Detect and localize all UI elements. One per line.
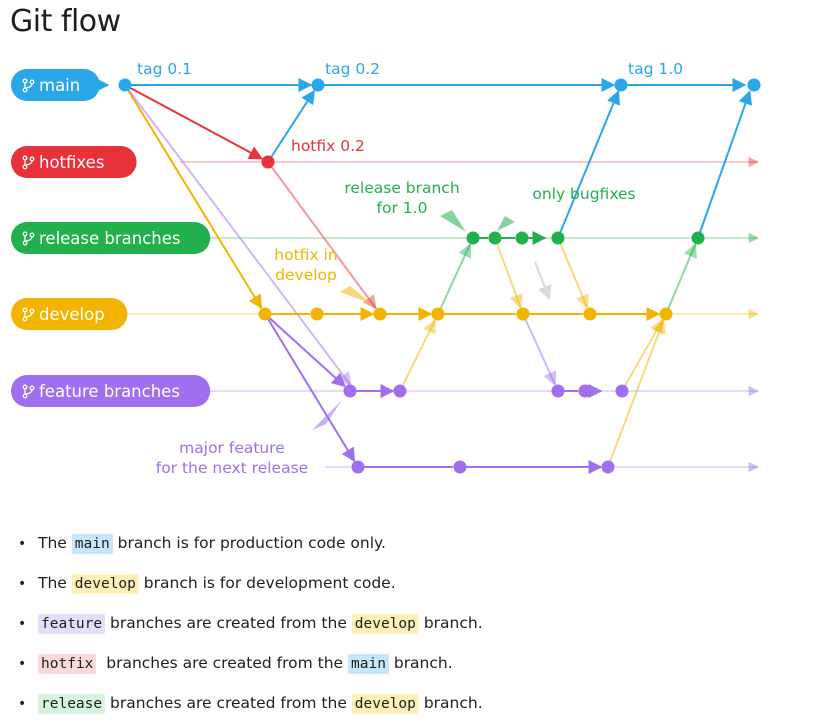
bullet-release: •release branches are created from the d…: [18, 694, 483, 714]
feature-commit-node: [343, 384, 357, 398]
bullet-develop: •The develop branch is for development c…: [18, 574, 396, 594]
main-commit-node: [614, 78, 628, 92]
annotation-pointer: [440, 210, 466, 232]
bullet-list: •The main branch is for production code …: [18, 526, 483, 726]
page-title: Git flow: [10, 4, 121, 39]
develop-commit-node: [583, 307, 597, 321]
annotation-tag01: tag 0.1: [137, 60, 192, 78]
annotation-pointer: [312, 400, 342, 430]
code-feature: feature: [38, 614, 106, 634]
main-commit-node: [118, 78, 132, 92]
main-to-hotfix-edge: [124, 84, 264, 160]
feature-commit-node: [615, 384, 629, 398]
annotation-only-bugfixes: only bugfixes: [532, 185, 635, 203]
hotfix-commit-node: [261, 155, 275, 169]
lane-label-text: develop: [39, 305, 105, 324]
major-feature-to-develop-edge: [607, 319, 666, 468]
hotfix-to-develop-edge: [267, 161, 377, 310]
annotation-hotfix-in-2: develop: [275, 266, 337, 284]
release-to-develop-edge: [534, 261, 552, 300]
lane-labels: main hotfixes release branches develop featu…: [11, 69, 211, 407]
main-commit-node: [747, 78, 761, 92]
develop-to-feature-edge: [522, 313, 557, 386]
lane-label-text: release branches: [39, 229, 181, 248]
branch-icon: [22, 231, 35, 246]
branch-icon: [22, 155, 35, 170]
annotation-hotfix02: hotfix 0.2: [291, 137, 365, 155]
code-main: main: [348, 654, 389, 674]
release-commit-node: [691, 231, 705, 245]
release-commit-node: [466, 231, 480, 245]
code-develop: develop: [71, 574, 139, 594]
feature-commit-node: [393, 384, 407, 398]
feature-commit-node: [351, 460, 365, 474]
develop-to-major-feature-edge: [264, 313, 356, 463]
feature-to-develop-edge: [399, 319, 436, 392]
commit-nodes: [118, 78, 761, 474]
annotation-tag02: tag 0.2: [325, 60, 380, 78]
main-to-develop-edge: [124, 84, 263, 310]
annotation-release-branch-1: release branch: [344, 179, 459, 197]
bullet-hotfix: •hotfix branches are created from the ma…: [18, 654, 453, 674]
feature-commit-node: [551, 384, 565, 398]
lane-label-release: release branches: [11, 222, 211, 254]
main-to-feature-edge: [124, 84, 352, 387]
lane-label-text: feature branches: [39, 382, 180, 401]
code-release: release: [38, 694, 106, 714]
hotfix-to-main-edge: [267, 89, 316, 163]
branch-icon: [22, 78, 35, 93]
lane-label-text: main: [39, 76, 80, 95]
lane-label-text: hotfixes: [39, 153, 104, 172]
feature-commit-node: [601, 460, 615, 474]
feature-commit-node: [453, 460, 467, 474]
bullet-main: •The main branch is for production code …: [18, 534, 386, 554]
annotation-major-feature-2: for the next release: [156, 459, 308, 477]
edges: [124, 78, 753, 474]
annotation-pointer: [340, 286, 372, 304]
develop-commit-node: [310, 307, 324, 321]
annotation-release-branch-2: for 1.0: [377, 199, 428, 217]
annotations: tag 0.1 tag 0.2 tag 1.0 hotfix 0.2 release b…: [137, 60, 683, 477]
lane-label-main: main: [11, 69, 110, 101]
main-commit-node: [311, 78, 325, 92]
feature-to-develop-edge: [621, 318, 664, 392]
develop-to-release-edge: [665, 243, 697, 315]
develop-commit-node: [258, 307, 272, 321]
release-commit-node: [551, 231, 565, 245]
lane-label-hotfix: hotfixes: [11, 146, 137, 178]
develop-commit-node: [431, 307, 445, 321]
branch-icon: [22, 384, 35, 399]
lane-label-develop: develop: [11, 298, 128, 330]
lane-label-feature: feature branches: [11, 375, 211, 407]
release-to-main-edge: [697, 90, 753, 239]
release-to-main-edge: [557, 90, 621, 239]
annotation-hotfix-in-1: hotfix in: [274, 246, 337, 264]
release-to-develop-edge: [494, 237, 523, 309]
develop-commit-node: [516, 307, 530, 321]
release-commit-node: [515, 231, 529, 245]
bullet-feature: •feature branches are created from the d…: [18, 614, 483, 634]
release-commit-node: [488, 231, 502, 245]
develop-commit-node: [659, 307, 673, 321]
develop-commit-node: [373, 307, 387, 321]
code-develop: develop: [351, 694, 419, 714]
annotation-major-feature-1: major feature: [179, 439, 285, 457]
annotation-tag10: tag 1.0: [628, 60, 683, 78]
feature-commit-node: [578, 384, 592, 398]
release-to-develop-edge: [557, 237, 589, 309]
annotation-pointer: [497, 216, 515, 231]
develop-to-release-edge: [437, 243, 472, 315]
git-flow-diagram: main hotfixes release branches develop featu…: [11, 60, 761, 477]
code-hotfix: hotfix: [38, 654, 97, 674]
code-main: main: [71, 534, 113, 554]
develop-to-feature-edge: [264, 313, 346, 388]
code-develop: develop: [351, 614, 419, 634]
branch-icon: [22, 307, 35, 322]
